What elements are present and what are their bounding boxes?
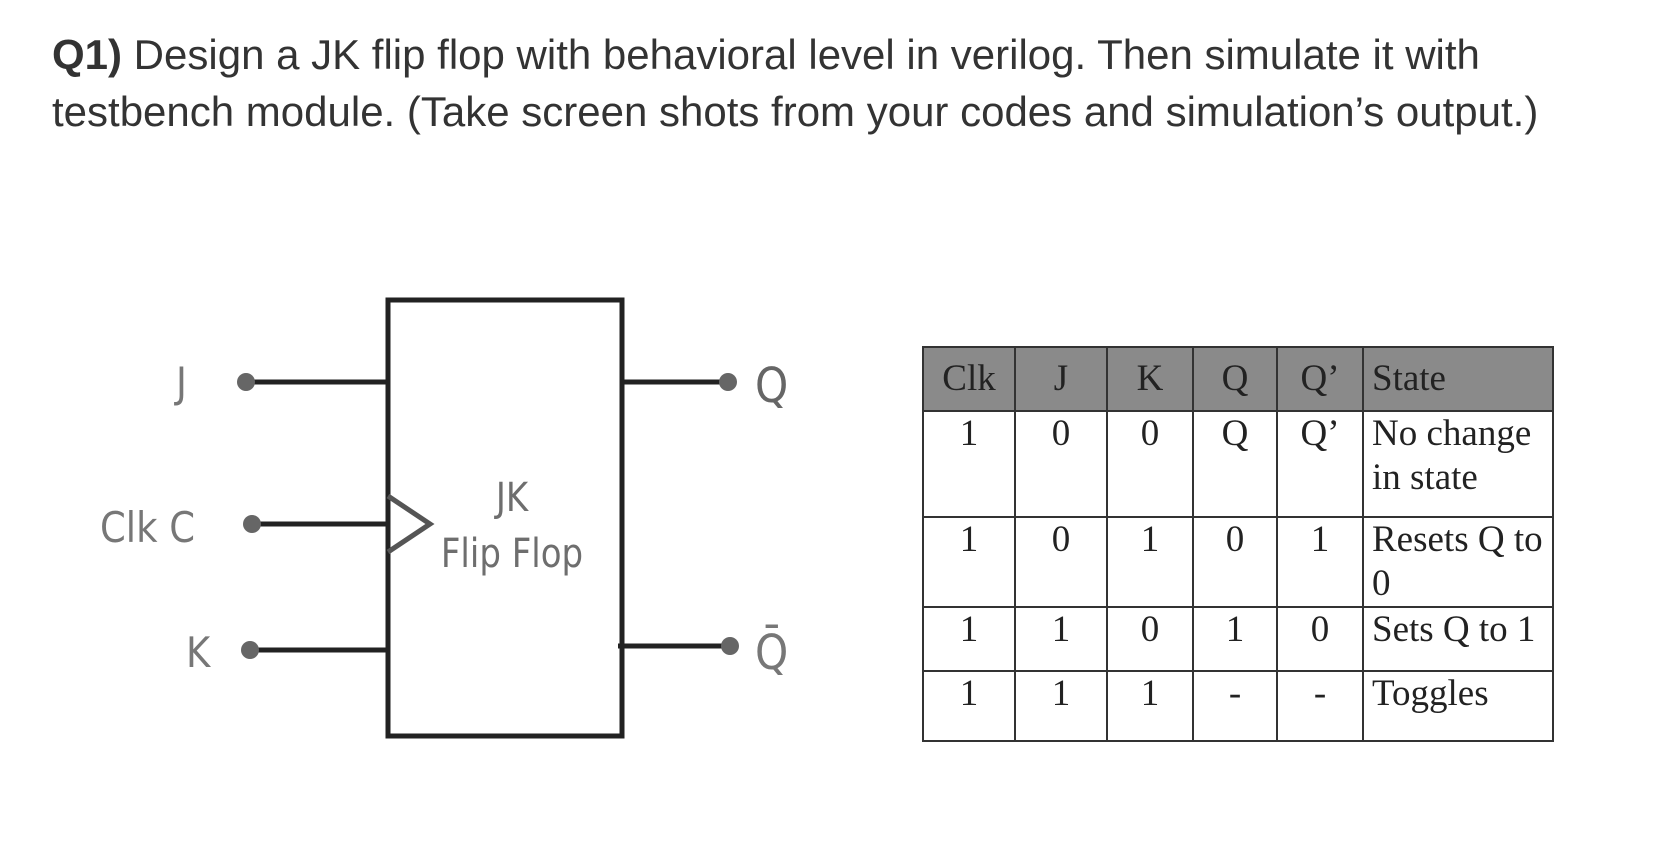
clk-terminal bbox=[243, 515, 261, 533]
cell-q: - bbox=[1192, 670, 1278, 742]
clock-triangle bbox=[386, 493, 435, 555]
cell-state: No change in state bbox=[1362, 410, 1554, 518]
cell-q-prime: 0 bbox=[1276, 606, 1364, 672]
question-number: Q1) bbox=[52, 31, 123, 78]
flip-flop-title-line2: Flip Flop bbox=[440, 531, 584, 577]
cell-j: 0 bbox=[1014, 410, 1108, 518]
output-q-label: Q bbox=[755, 358, 789, 414]
cell-clk: 1 bbox=[922, 670, 1016, 742]
cell-state: Toggles bbox=[1362, 670, 1554, 742]
q-terminal bbox=[719, 373, 737, 391]
cell-q-prime: 1 bbox=[1276, 516, 1364, 608]
cell-j: 0 bbox=[1014, 516, 1108, 608]
truth-table-header-row: Clk J K Q Q’ State bbox=[922, 346, 1554, 412]
header-j: J bbox=[1014, 346, 1108, 412]
cell-k: 0 bbox=[1106, 606, 1194, 672]
input-j-label: J bbox=[176, 358, 187, 407]
cell-clk: 1 bbox=[922, 410, 1016, 518]
j-terminal bbox=[237, 373, 255, 391]
cell-state: Resets Q to 0 bbox=[1362, 516, 1554, 608]
output-qbar-label: Q̄ bbox=[755, 625, 789, 681]
table-row: 1 0 1 0 1 Resets Q to 0 bbox=[922, 516, 1554, 608]
input-clk-label: Clk C bbox=[100, 503, 196, 552]
header-clk: Clk bbox=[922, 346, 1016, 412]
cell-q: Q bbox=[1192, 410, 1278, 518]
truth-table: Clk J K Q Q’ State 1 0 0 Q Q’ No change … bbox=[922, 346, 1554, 742]
cell-j: 1 bbox=[1014, 670, 1108, 742]
table-row: 1 0 0 Q Q’ No change in state bbox=[922, 410, 1554, 518]
table-row: 1 1 1 - - Toggles bbox=[922, 670, 1554, 742]
cell-k: 1 bbox=[1106, 670, 1194, 742]
cell-clk: 1 bbox=[922, 606, 1016, 672]
input-k-label: K bbox=[186, 628, 211, 677]
cell-q-prime: Q’ bbox=[1276, 410, 1364, 518]
cell-k: 0 bbox=[1106, 410, 1194, 518]
header-state: State bbox=[1362, 346, 1554, 412]
cell-k: 1 bbox=[1106, 516, 1194, 608]
flip-flop-drawing bbox=[237, 297, 739, 739]
cell-q: 0 bbox=[1192, 516, 1278, 608]
header-k: K bbox=[1106, 346, 1194, 412]
header-q-prime: Q’ bbox=[1276, 346, 1364, 412]
table-row: 1 1 0 1 0 Sets Q to 1 bbox=[922, 606, 1554, 672]
jk-flip-flop-diagram: J Clk C K Q Q̄ JK Flip Flop bbox=[100, 297, 789, 739]
qbar-terminal bbox=[721, 637, 739, 655]
header-q: Q bbox=[1192, 346, 1278, 412]
cell-q: 1 bbox=[1192, 606, 1278, 672]
question-text: Q1) Design a JK flip flop with behaviora… bbox=[52, 26, 1612, 140]
cell-state: Sets Q to 1 bbox=[1362, 606, 1554, 672]
flip-flop-box bbox=[385, 297, 625, 739]
flip-flop-title-line1: JK bbox=[495, 475, 529, 521]
cell-j: 1 bbox=[1014, 606, 1108, 672]
cell-q-prime: - bbox=[1276, 670, 1364, 742]
cell-clk: 1 bbox=[922, 516, 1016, 608]
flip-flop-title: JK Flip Flop bbox=[410, 470, 614, 582]
k-terminal bbox=[241, 641, 259, 659]
question-body: Design a JK flip flop with behavioral le… bbox=[52, 31, 1539, 135]
